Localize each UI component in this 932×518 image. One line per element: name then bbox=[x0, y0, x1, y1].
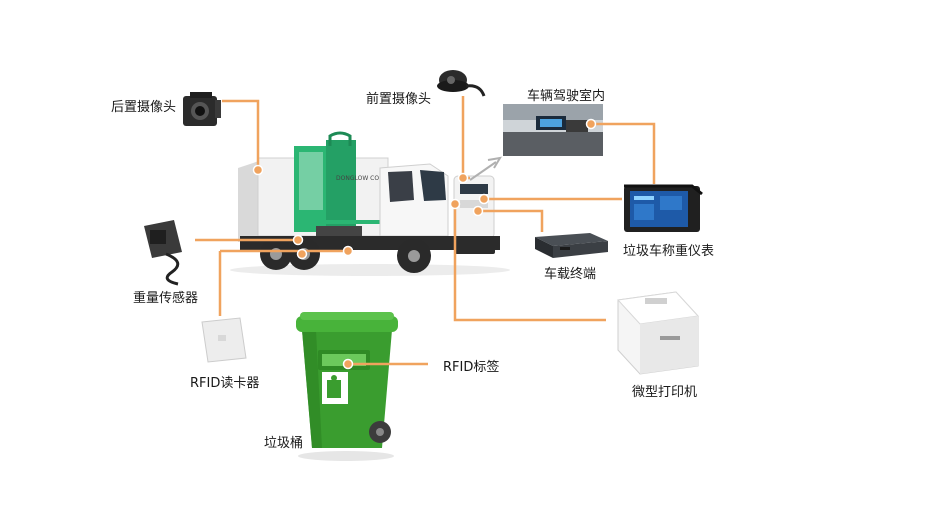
label-cab-interior: 车辆驾驶室内 bbox=[527, 89, 606, 104]
cab-interior-photo bbox=[503, 104, 603, 156]
scale-meter-device bbox=[624, 184, 703, 232]
node-meter bbox=[478, 193, 490, 205]
front-camera-device bbox=[437, 70, 486, 97]
rear-camera-device bbox=[183, 92, 221, 126]
garbage-truck: DONGLOW CO bbox=[230, 131, 510, 276]
node-rfid-tag bbox=[342, 358, 354, 370]
node-terminal bbox=[472, 205, 484, 217]
connector-lines bbox=[195, 96, 656, 366]
node-weight-sensor bbox=[292, 234, 304, 246]
arrow-to-cab bbox=[469, 156, 502, 181]
label-mini-printer: 微型打印机 bbox=[632, 385, 698, 400]
label-trash-bin: 垃圾桶 bbox=[264, 436, 304, 451]
node-rfid-reader-b bbox=[342, 245, 354, 257]
weight-sensor-device bbox=[144, 220, 182, 286]
label-rfid-tag: RFID标签 bbox=[443, 360, 500, 375]
label-front-camera: 前置摄像头 bbox=[366, 92, 432, 107]
label-scale-meter: 垃圾车称重仪表 bbox=[623, 244, 715, 259]
node-printer bbox=[449, 198, 461, 210]
node-rfid-reader-a bbox=[296, 248, 308, 260]
label-rear-camera: 后置摄像头 bbox=[111, 100, 177, 115]
mini-printer-device bbox=[616, 291, 700, 375]
vehicle-terminal-device bbox=[535, 233, 608, 258]
node-front-camera bbox=[457, 172, 469, 184]
svg-text:DONGLOW CO: DONGLOW CO bbox=[336, 175, 379, 182]
trash-bin bbox=[296, 312, 398, 461]
node-rear-camera bbox=[252, 164, 264, 176]
label-vehicle-terminal: 车载终端 bbox=[544, 267, 597, 282]
node-cab bbox=[585, 118, 597, 130]
connector-nodes bbox=[252, 118, 597, 370]
label-weight-sensor: 重量传感器 bbox=[133, 291, 199, 306]
rfid-reader-device bbox=[201, 317, 247, 363]
label-rfid-reader: RFID读卡器 bbox=[190, 376, 260, 391]
